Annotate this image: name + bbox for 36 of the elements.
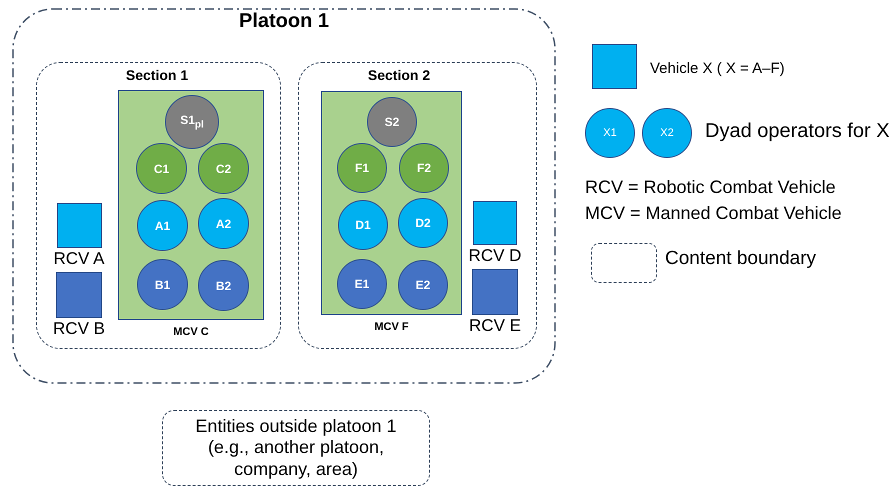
operator-label: B1: [154, 278, 170, 292]
section-boundary: [36, 62, 281, 349]
operator-label: A1: [154, 218, 170, 232]
operator-circle: [642, 108, 692, 158]
operator-label: D2: [415, 216, 431, 230]
abbreviation-note: MCV = Manned Combat Vehicle: [585, 203, 842, 224]
entity-box: [162, 410, 430, 486]
operator-label: E2: [416, 278, 430, 292]
vehicle-label: MCV C: [172, 326, 210, 338]
vehicle-label: MCV F: [373, 321, 410, 333]
operator-label: X1: [603, 127, 617, 139]
operator-label: F2: [416, 161, 431, 175]
operator-circle: [585, 108, 635, 158]
legend-text: Dyad operators for X: [705, 120, 890, 143]
entity-text: Entities outside platoon 1 (e.g., another platoon, company, area): [194, 416, 398, 480]
operator-label: S1$_{pl}$: [180, 113, 204, 131]
vehicle-label: RCV D: [468, 246, 522, 266]
operator-label: C1: [154, 162, 170, 176]
vehicle-label: RCV E: [468, 316, 522, 336]
operator-label: X2: [660, 127, 674, 139]
operator-label: E1: [354, 277, 370, 291]
platoon-title: Platoon 1: [238, 10, 330, 33]
operator-label: F1: [354, 161, 369, 175]
section-title: Section 2: [366, 67, 432, 83]
operator-label: B2: [216, 278, 232, 292]
abbreviation-note: RCV = Robotic Combat Vehicle: [585, 177, 836, 198]
operator-label: S2: [384, 115, 400, 129]
section-boundary: [298, 62, 537, 349]
legend-text: Content boundary: [665, 248, 816, 270]
section-title: Section 1: [124, 67, 190, 83]
operator-label: D1: [355, 218, 371, 232]
vehicle-label: RCV A: [52, 249, 106, 269]
operator-label: A2: [216, 216, 232, 230]
legend-text: Vehicle X ( X = A–F): [650, 60, 785, 77]
operator-label: C2: [216, 162, 232, 176]
vehicle-label: RCV B: [52, 319, 106, 339]
